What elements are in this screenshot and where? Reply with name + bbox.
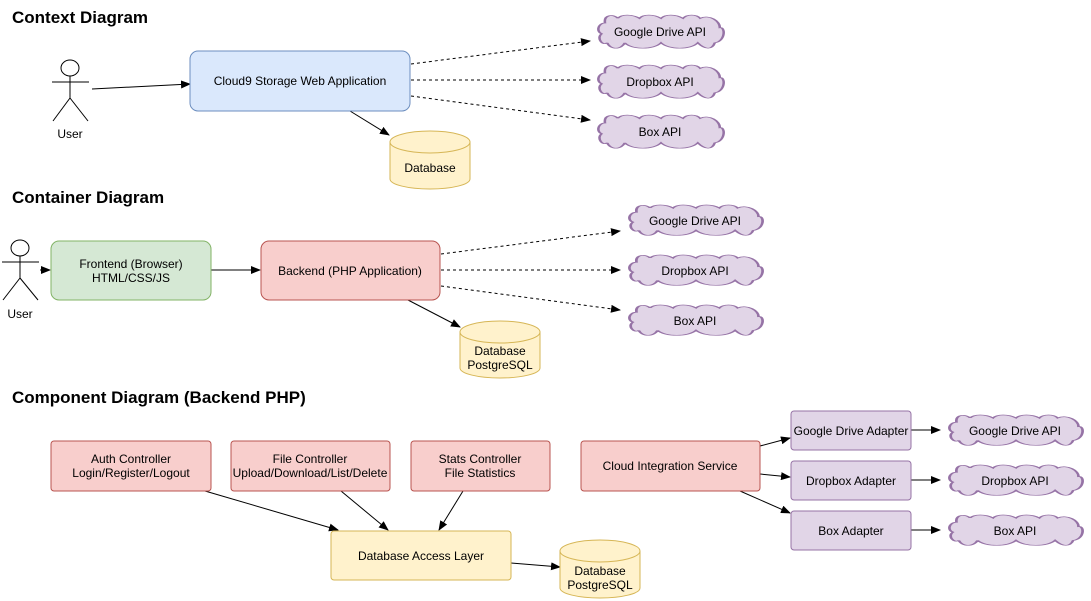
stats-controller-label-1: Stats Controller (439, 452, 522, 466)
container-frontend-box: Frontend (Browser) HTML/CSS/JS (50, 240, 212, 301)
google-drive-adapter-box: Google Drive Adapter (790, 410, 912, 451)
container-user-actor (2, 239, 39, 301)
container-api-cloud-1: Google Drive API (629, 205, 762, 235)
container-database-label-2: PostgreSQL (467, 358, 533, 372)
stats-controller-box: Stats Controller File Statistics (410, 440, 551, 492)
component-api-cloud-3: Box API (949, 515, 1082, 545)
context-app-label: Cloud9 Storage Web Application (214, 74, 387, 88)
context-api-cloud-2: Dropbox API (598, 65, 723, 98)
database-access-layer-box: Database Access Layer (330, 530, 512, 581)
context-user-label: User (57, 127, 82, 141)
context-diagram-title: Context Diagram (12, 8, 149, 27)
container-frontend-label-1: Frontend (Browser) (79, 257, 182, 271)
component-database-cylinder: Database PostgreSQL (559, 539, 641, 599)
container-frontend-label-2: HTML/CSS/JS (92, 271, 170, 285)
file-controller-label-2: Upload/Download/List/Delete (233, 466, 388, 480)
dropbox-adapter-box: Dropbox Adapter (790, 460, 912, 501)
cloud-integration-service-box: Cloud Integration Service (580, 440, 761, 492)
context-app-box: Cloud9 Storage Web Application (189, 50, 411, 112)
file-controller-box: File Controller Upload/Download/List/Del… (230, 440, 391, 492)
container-api-label-2: Dropbox API (661, 264, 728, 278)
auth-controller-label-1: Auth Controller (91, 452, 171, 466)
database-access-layer-label: Database Access Layer (358, 549, 484, 563)
box-adapter-box: Box Adapter (790, 510, 912, 551)
stats-controller-label-2: File Statistics (445, 466, 516, 480)
dropbox-adapter-label: Dropbox Adapter (806, 474, 896, 488)
component-api-cloud-1: Google Drive API (949, 415, 1082, 445)
context-api-cloud-1: Google Drive API (598, 15, 723, 48)
component-api-label-2: Dropbox API (981, 474, 1048, 488)
component-diagram-title: Component Diagram (Backend PHP) (12, 388, 306, 407)
component-database-label-1: Database (574, 564, 626, 578)
context-api-cloud-3: Box API (598, 115, 723, 148)
context-api-label-1: Google Drive API (614, 25, 706, 39)
cloud-integration-service-label: Cloud Integration Service (603, 459, 738, 473)
container-backend-label: Backend (PHP Application) (278, 264, 422, 278)
context-user-actor (52, 59, 89, 122)
component-api-label-1: Google Drive API (969, 424, 1061, 438)
context-api-label-2: Dropbox API (626, 75, 693, 89)
container-database-label-1: Database (474, 344, 526, 358)
context-database-label: Database (404, 161, 456, 175)
container-edges (40, 228, 621, 328)
file-controller-label-1: File Controller (273, 452, 348, 466)
context-edges (91, 38, 591, 136)
container-diagram-title: Container Diagram (12, 188, 165, 207)
auth-controller-label-2: Login/Register/Logout (72, 466, 190, 480)
context-api-label-3: Box API (639, 125, 682, 139)
context-database-cylinder: Database (389, 130, 471, 190)
component-database-label-2: PostgreSQL (567, 578, 633, 592)
container-api-label-3: Box API (674, 314, 717, 328)
google-drive-adapter-label: Google Drive Adapter (794, 424, 909, 438)
container-api-label-1: Google Drive API (649, 214, 741, 228)
container-database-cylinder: Database PostgreSQL (459, 320, 541, 379)
box-adapter-label: Box Adapter (818, 524, 883, 538)
container-user-label: User (7, 307, 32, 321)
container-api-cloud-2: Dropbox API (629, 255, 762, 285)
component-api-label-3: Box API (994, 524, 1037, 538)
container-backend-box: Backend (PHP Application) (260, 240, 441, 301)
component-api-cloud-2: Dropbox API (949, 465, 1082, 495)
component-edges (204, 426, 941, 571)
auth-controller-box: Auth Controller Login/Register/Logout (50, 440, 212, 492)
container-api-cloud-3: Box API (629, 305, 762, 335)
